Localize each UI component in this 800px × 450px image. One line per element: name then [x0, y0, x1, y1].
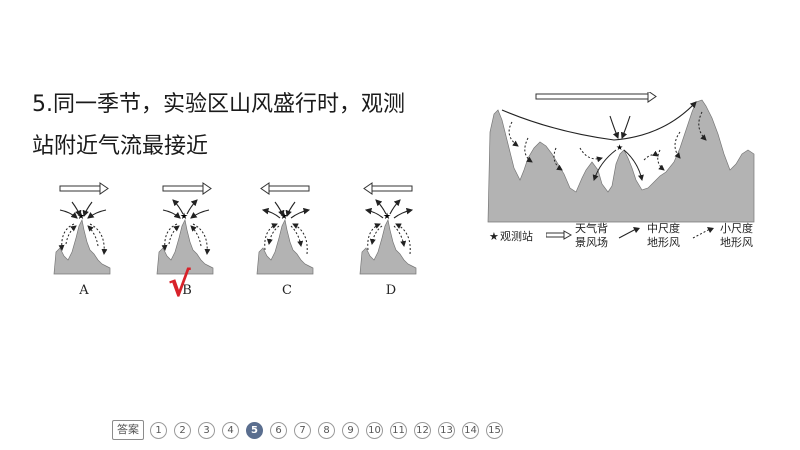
option-b-diagram[interactable]: ★ [155, 180, 217, 276]
main-terrain-diagram: ★ [484, 90, 760, 231]
page-button-2[interactable]: 2 [174, 421, 191, 439]
legend-micro-line1: 小尺度 [720, 222, 753, 235]
micro-arrow-icon [692, 227, 714, 239]
question-line-1: 5.同一季节，实验区山风盛行时，观测 [32, 92, 405, 117]
option-d-label: D [385, 283, 397, 298]
page-button-12[interactable]: 12 [414, 421, 431, 439]
page-button-13[interactable]: 13 [438, 421, 455, 439]
option-a-diagram[interactable]: ★ [52, 180, 114, 276]
option-d-diagram[interactable]: ★ [358, 180, 420, 276]
meso-arrow-icon [618, 227, 640, 239]
synoptic-arrow-icon [546, 230, 572, 240]
page-button-14[interactable]: 14 [462, 421, 479, 439]
check-mark-icon: √ [168, 265, 191, 305]
page-button-6[interactable]: 6 [270, 421, 287, 439]
legend-meso-line1: 中尺度 [647, 222, 680, 235]
question-line-2: 站附近气流最接近 [32, 134, 209, 159]
legend-synoptic-line1: 天气背 [575, 222, 608, 235]
legend-synoptic-line2: 景风场 [575, 236, 608, 249]
svg-text:★: ★ [383, 212, 391, 222]
page-button-11[interactable]: 11 [390, 421, 407, 439]
page-button-15[interactable]: 15 [486, 421, 503, 439]
page-button-4[interactable]: 4 [222, 421, 239, 439]
option-b-label: B [182, 283, 192, 298]
answer-button[interactable]: 答案 [112, 420, 144, 440]
page-button-7[interactable]: 7 [294, 421, 311, 439]
question-text: 5.同一季节，实验区山风盛行时，观测 站附近气流最接近 [32, 84, 452, 168]
page-button-8[interactable]: 8 [318, 421, 335, 439]
page-button-3[interactable]: 3 [198, 421, 215, 439]
legend-station-label: 观测站 [500, 230, 533, 243]
page-button-5[interactable]: 5 [246, 421, 263, 439]
page-button-9[interactable]: 9 [342, 421, 359, 439]
legend-micro-line2: 地形风 [720, 236, 753, 249]
page-button-10[interactable]: 10 [366, 421, 383, 439]
option-a-label: A [79, 283, 89, 298]
svg-text:★: ★ [616, 143, 623, 152]
svg-text:★: ★ [77, 212, 85, 222]
page-button-1[interactable]: 1 [150, 421, 167, 439]
station-star-icon: ★ [489, 230, 499, 243]
option-c-diagram[interactable]: ★ [255, 180, 317, 276]
svg-text:★: ★ [280, 212, 288, 222]
legend-meso-line2: 地形风 [647, 236, 680, 249]
option-c-label: C [282, 283, 292, 298]
svg-text:★: ★ [180, 212, 188, 222]
